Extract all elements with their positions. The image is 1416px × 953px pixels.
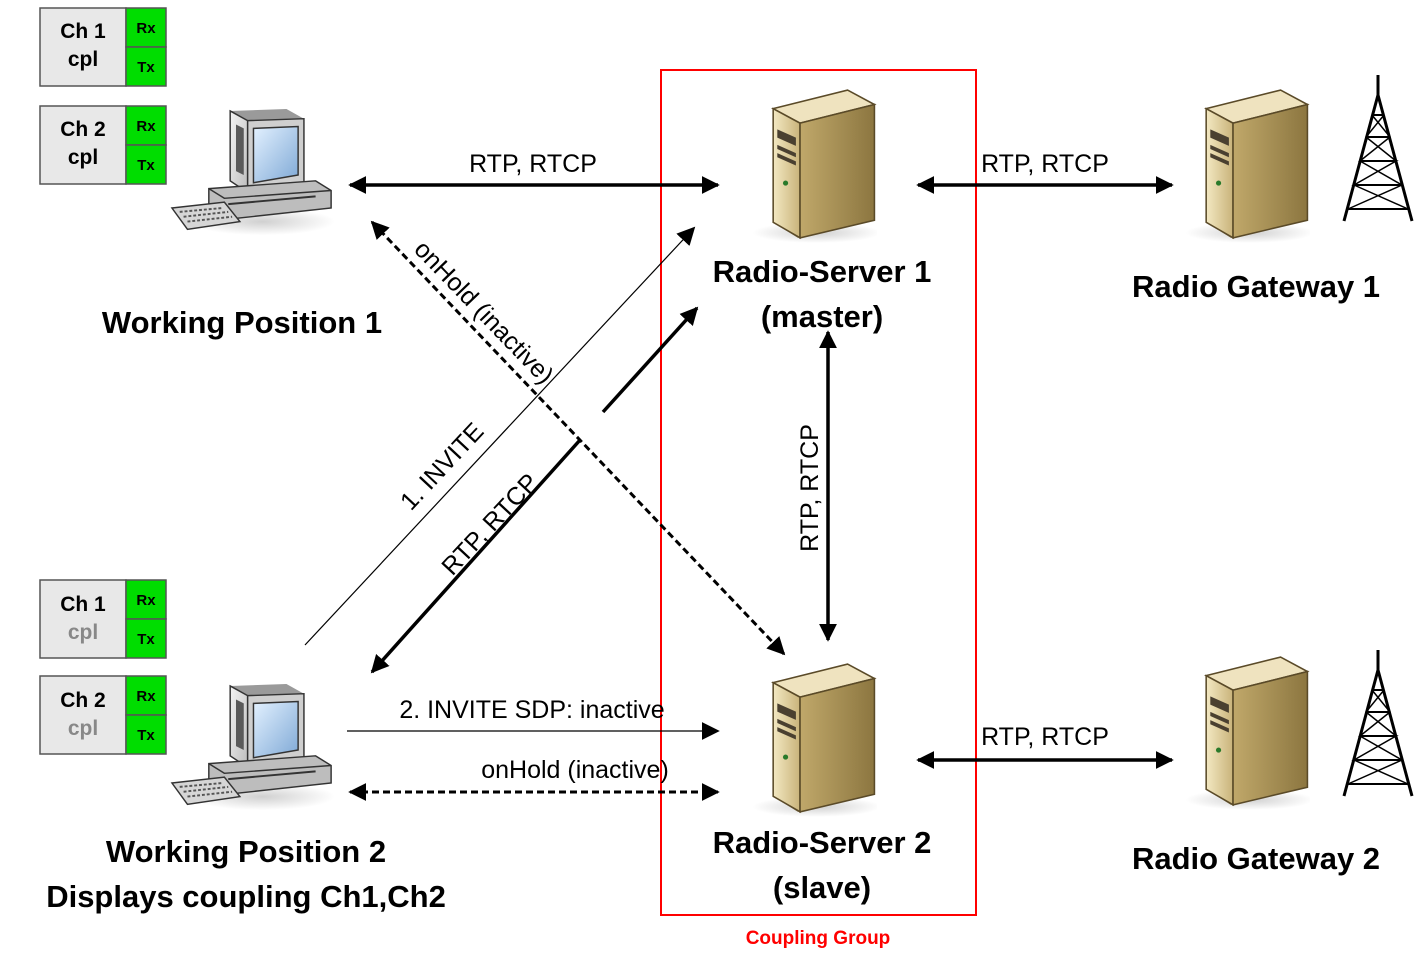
- workstation-1-icon: [170, 108, 335, 237]
- wp2-title: Working Position 2: [106, 834, 386, 869]
- edge-label-rs1-rs2: RTP, RTCP: [796, 424, 824, 552]
- edge-label-rs2-gw2: RTP, RTCP: [981, 723, 1109, 751]
- rx-indicator: Rx: [136, 592, 156, 609]
- radio-gateway-1-icon: [1185, 89, 1310, 243]
- rs2-role: (slave): [773, 870, 871, 905]
- tx-indicator: Tx: [137, 631, 155, 648]
- gw1-title: Radio Gateway 1: [1132, 269, 1380, 304]
- channel-label: Ch 2: [60, 118, 106, 141]
- edge-label-wp2-rs1-rtp: RTP, RTCP: [436, 468, 544, 581]
- connector-onhold-wp1-rs2: [370, 220, 786, 656]
- channel-panel-wp1-ch1: Ch 1 cpl Rx Tx: [39, 7, 167, 87]
- channel-status: cpl: [68, 717, 98, 740]
- channel-status: cpl: [68, 621, 98, 644]
- channel-label: Ch 1: [60, 20, 106, 43]
- gw2-title: Radio Gateway 2: [1132, 841, 1380, 876]
- edge-label-onhold-wp1-rs2: onHold (inactive): [409, 235, 559, 389]
- channel-status: cpl: [68, 146, 98, 169]
- rs1-title: Radio-Server 1: [713, 254, 932, 289]
- connector-invite1: [304, 226, 696, 646]
- channel-label: Ch 1: [60, 593, 106, 616]
- tx-indicator: Tx: [137, 59, 155, 76]
- wp1-title: Working Position 1: [102, 305, 382, 340]
- channel-panel-wp2-ch2: Ch 2 cpl Rx Tx: [39, 675, 167, 755]
- edge-label-wp1-rs1: RTP, RTCP: [469, 150, 597, 178]
- edge-label-invite1: 1. INVITE: [395, 417, 489, 515]
- channel-panel-wp1-ch2: Ch 2 cpl Rx Tx: [39, 105, 167, 185]
- tx-indicator: Tx: [137, 727, 155, 744]
- rx-indicator: Rx: [136, 688, 156, 705]
- wp2-subtitle: Displays coupling Ch1,Ch2: [46, 879, 446, 914]
- radio-server-2-icon: [752, 663, 877, 817]
- rx-indicator: Rx: [136, 118, 156, 135]
- antenna-tower-2-icon: [1342, 650, 1414, 798]
- channel-status: cpl: [68, 48, 98, 71]
- edge-label-onhold-wp2-rs2: onHold (inactive): [481, 756, 669, 784]
- tx-indicator: Tx: [137, 157, 155, 174]
- rs1-role: (master): [761, 299, 883, 334]
- radio-gateway-2-icon: [1185, 656, 1310, 810]
- edge-label-invite2: 2. INVITE SDP: inactive: [399, 696, 664, 724]
- coupling-group-label: Coupling Group: [746, 928, 891, 949]
- channel-panel-wp2-ch1: Ch 1 cpl Rx Tx: [39, 579, 167, 659]
- rx-indicator: Rx: [136, 20, 156, 37]
- rs2-title: Radio-Server 2: [713, 825, 932, 860]
- antenna-tower-1-icon: [1342, 75, 1414, 223]
- edge-label-rs1-gw1: RTP, RTCP: [981, 150, 1109, 178]
- channel-label: Ch 2: [60, 689, 106, 712]
- workstation-2-icon: [170, 683, 335, 812]
- radio-server-1-icon: [752, 89, 877, 243]
